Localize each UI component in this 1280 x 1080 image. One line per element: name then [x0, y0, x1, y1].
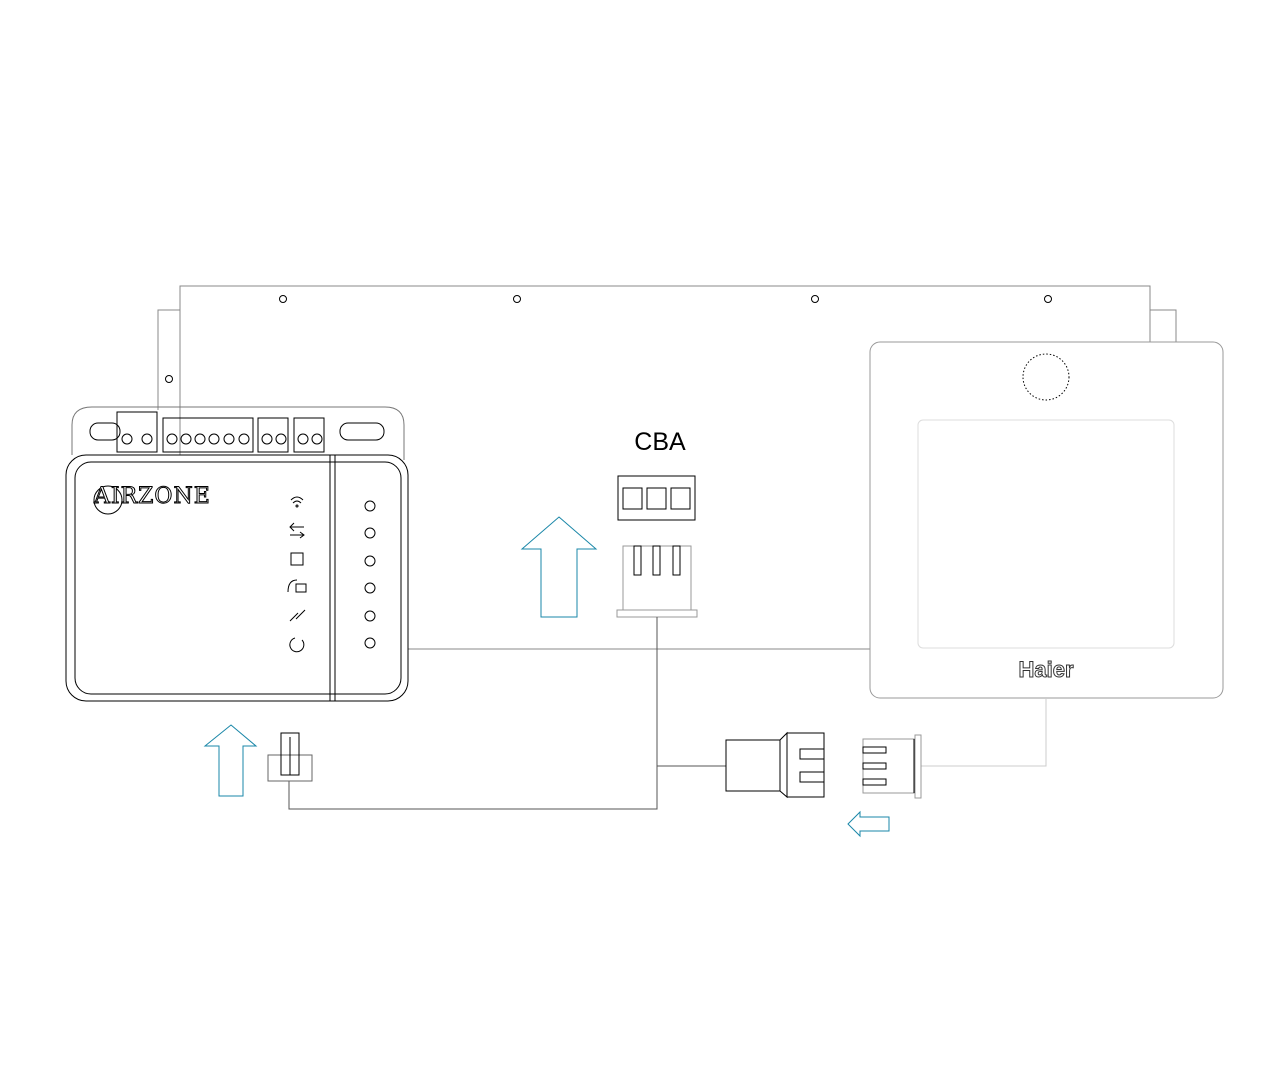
chip-icon	[290, 552, 304, 566]
arrow-up-icon	[203, 724, 258, 797]
cable	[288, 617, 726, 810]
haier-plug	[862, 734, 922, 799]
link-icon	[289, 609, 306, 622]
reset-icon	[289, 637, 305, 653]
haier-controller	[869, 341, 1224, 767]
airzone-plug	[267, 732, 313, 782]
wifi-icon	[290, 496, 304, 508]
terminal-screws	[121, 433, 323, 445]
arrow-left-icon	[847, 810, 890, 838]
haier-logo: Haier	[1018, 657, 1074, 683]
airzone-logo: AIRZONE	[94, 484, 211, 510]
cba-label: CBA	[634, 428, 686, 456]
plug-icon	[287, 579, 307, 593]
cba-connector	[616, 475, 698, 618]
airzone-device	[65, 406, 409, 702]
transfer-icon	[289, 522, 305, 539]
sensor-icon	[1022, 353, 1070, 401]
adapter-connector	[725, 731, 825, 799]
arrow-up-icon	[520, 516, 598, 618]
